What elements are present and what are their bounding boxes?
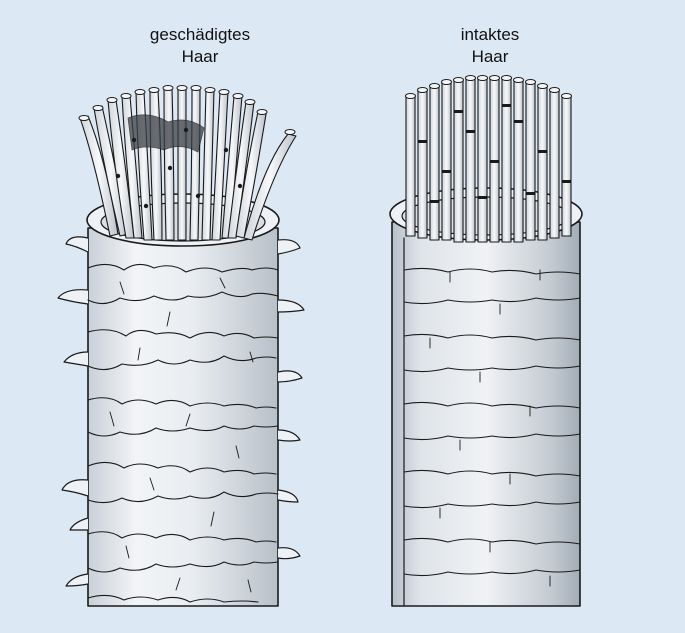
intact-hair-label-line1: intaktes [460, 25, 520, 44]
damaged-hair-strand-illustration [57, 85, 305, 607]
intact-hair-label: intaktes Haar [400, 24, 580, 68]
intact-hair-strand-illustration [389, 75, 583, 607]
intact-hair-label-line2: Haar [471, 47, 509, 66]
damaged-hair-label-line1: geschädigtes [149, 25, 251, 44]
damaged-hair-label: geschädigtes Haar [105, 24, 295, 68]
damaged-hair-label-line2: Haar [181, 47, 219, 66]
